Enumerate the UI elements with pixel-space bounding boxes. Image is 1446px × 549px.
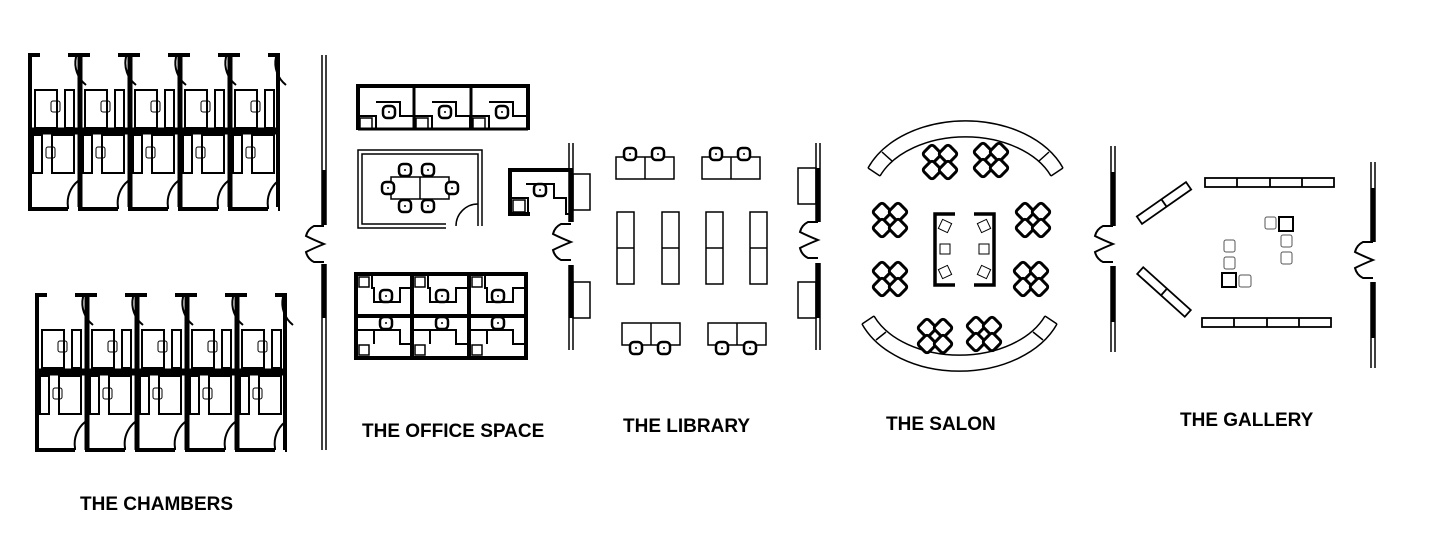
seating-group-left bbox=[1221, 239, 1252, 288]
partition-wall-4 bbox=[1094, 146, 1116, 352]
corner-workstation bbox=[508, 168, 570, 216]
chambers-room bbox=[28, 53, 295, 452]
chambers-lower-block bbox=[35, 293, 295, 452]
curved-bench-bottom bbox=[861, 315, 1058, 372]
curved-bench-top bbox=[867, 120, 1064, 177]
salon-room bbox=[861, 120, 1064, 372]
partition-wall-1 bbox=[305, 55, 327, 450]
table-cluster bbox=[920, 142, 960, 182]
lounge-pod bbox=[933, 212, 996, 287]
office-space-room bbox=[354, 84, 570, 360]
label-the-office-space: THE OFFICE SPACE bbox=[362, 421, 545, 442]
library-shelves bbox=[616, 211, 768, 285]
library-room bbox=[615, 146, 768, 356]
label-the-gallery: THE GALLERY bbox=[1180, 410, 1314, 431]
angled-partition-bottom bbox=[1135, 265, 1193, 319]
partition-wall-3 bbox=[797, 143, 821, 350]
label-the-library: THE LIBRARY bbox=[623, 416, 751, 437]
workstation-cluster bbox=[354, 272, 528, 360]
study-table-top-right bbox=[701, 146, 761, 180]
workstation-row-top bbox=[356, 84, 530, 131]
seating-group-right bbox=[1264, 216, 1294, 265]
partition-wall-5 bbox=[1354, 162, 1376, 368]
study-table-bottom-left bbox=[621, 322, 681, 356]
partition-wall-2 bbox=[552, 143, 591, 350]
display-wall-top bbox=[1204, 177, 1335, 188]
study-table-bottom-right bbox=[707, 322, 767, 356]
study-table-top-left bbox=[615, 146, 675, 180]
angled-partition-top bbox=[1135, 180, 1193, 226]
gallery-room bbox=[1135, 177, 1335, 328]
label-the-chambers: THE CHAMBERS bbox=[80, 494, 234, 515]
chambers-upper-block bbox=[28, 53, 288, 211]
conference-room bbox=[357, 149, 483, 229]
label-the-salon: THE SALON bbox=[886, 414, 996, 435]
display-wall-bottom bbox=[1201, 317, 1332, 328]
